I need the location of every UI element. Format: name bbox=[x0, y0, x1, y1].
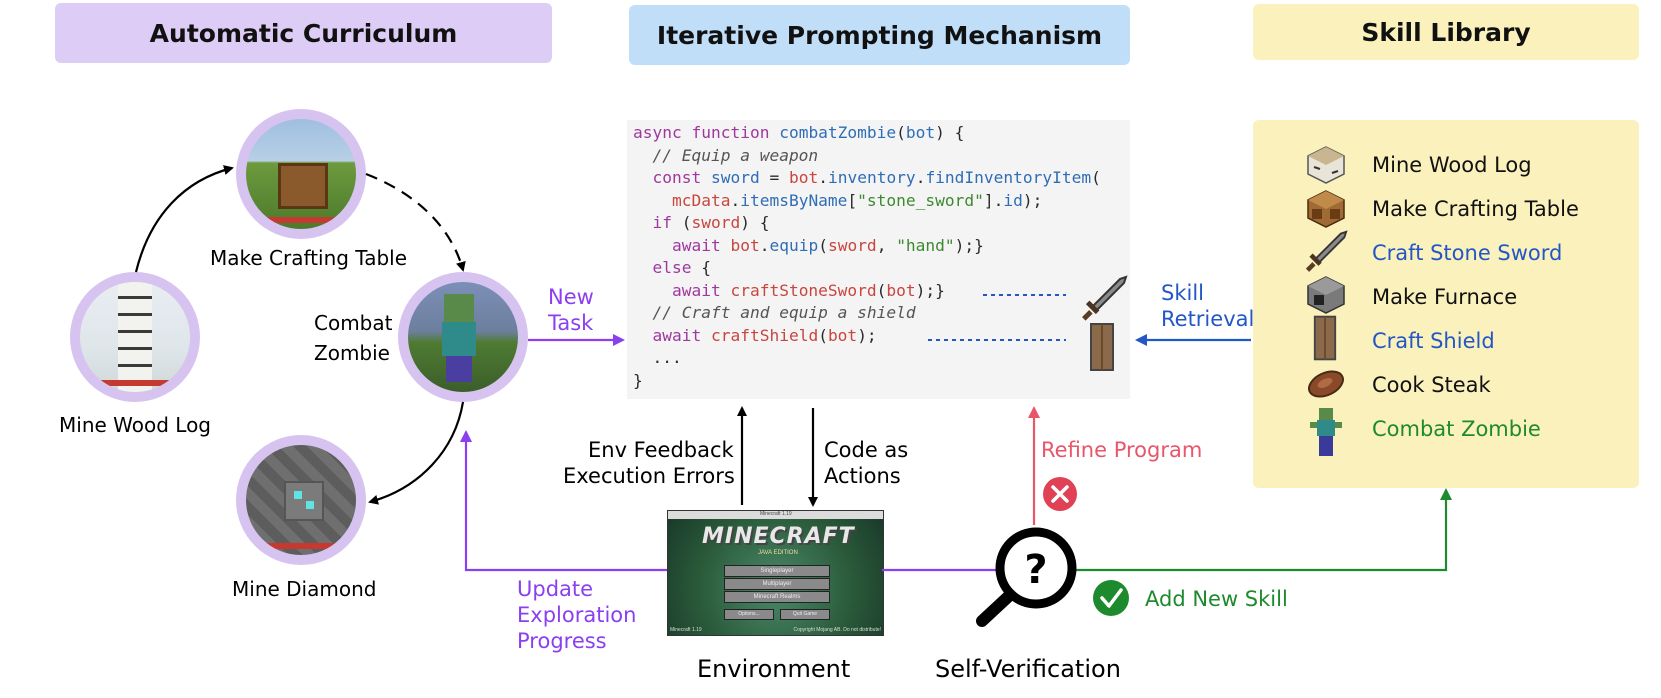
svg-text:?: ? bbox=[1024, 547, 1047, 593]
code-line: async function combatZombie(bot) { bbox=[633, 123, 965, 142]
mine-diamond-scene bbox=[236, 435, 366, 565]
arrow-table-to-zombie bbox=[365, 172, 466, 272]
automatic-curriculum-header: Automatic Curriculum bbox=[55, 3, 552, 63]
code-line: await craftShield(bot); bbox=[652, 325, 877, 345]
mine-wood-log-label: Mine Wood Log bbox=[59, 413, 212, 437]
env-feedback-label-line1: Env Feedback bbox=[588, 438, 734, 462]
realms-button[interactable]: Minecraft Realms bbox=[724, 591, 830, 603]
skill-library-header: Skill Library bbox=[1253, 4, 1639, 60]
skill-retrieval-label-line1: Skill bbox=[1161, 281, 1204, 305]
arrow-update-progress bbox=[460, 430, 667, 572]
code-line: mcData.itemsByName["stone_sword"].id); bbox=[671, 190, 1043, 210]
zombie-icon bbox=[1310, 408, 1342, 456]
code-line: // Craft and equip a shield bbox=[652, 303, 916, 322]
code-line: if (sword) { bbox=[652, 213, 770, 232]
update-progress-label-line3: Progress bbox=[517, 629, 607, 653]
update-progress-label-line1: Update bbox=[517, 577, 594, 601]
stone-sword-icon bbox=[1082, 275, 1128, 321]
arrow-zombie-to-diamond bbox=[368, 401, 465, 505]
skill-craft-shield: Craft Shield bbox=[1372, 329, 1495, 353]
code-line: // Equip a weapon bbox=[652, 145, 819, 165]
diamond-ore-icon bbox=[284, 481, 324, 521]
arrow-wood-to-table bbox=[134, 165, 234, 273]
env-feedback-label-line2: Execution Errors bbox=[563, 464, 735, 488]
crafting-table-icon bbox=[278, 163, 328, 209]
hotbar bbox=[90, 380, 180, 386]
check-icon bbox=[1093, 580, 1129, 616]
version-text: Minecraft 1.19 bbox=[670, 627, 702, 633]
skill-cook-steak: Cook Steak bbox=[1372, 373, 1491, 397]
shield-icon bbox=[1090, 323, 1114, 371]
crafting-table-icon bbox=[1307, 190, 1345, 228]
quit-game-button[interactable]: Quit Game bbox=[780, 609, 830, 620]
options-button[interactable]: Options... bbox=[724, 609, 774, 620]
program-code: async function combatZombie(bot) { // Eq… bbox=[633, 122, 1101, 392]
combat-zombie-label-line1: Combat bbox=[314, 311, 393, 335]
copyright-text: Copyright Mojang AB. Do not distribute! bbox=[793, 627, 881, 633]
code-as-actions-label-line2: Actions bbox=[824, 464, 901, 488]
new-task-label-line2: Task bbox=[548, 311, 594, 335]
birch-log-icon bbox=[118, 282, 152, 392]
birch-log-icon bbox=[1307, 146, 1345, 184]
stone-sword-icon bbox=[1305, 230, 1348, 272]
combat-zombie-label-line2: Zombie bbox=[314, 341, 390, 365]
hotbar bbox=[256, 543, 346, 549]
environment-label: Environment bbox=[697, 655, 851, 683]
minecraft-environment-window: Minecraft 1.19 MINECRAFT JAVA EDITION Si… bbox=[667, 510, 884, 636]
window-titlebar: Minecraft 1.19 bbox=[668, 511, 883, 519]
skill-combat-zombie: Combat Zombie bbox=[1372, 417, 1541, 441]
arrow-add-new-skill bbox=[1074, 488, 1452, 572]
shield-icon bbox=[1313, 315, 1337, 361]
code-line: await craftStoneSword(bot);} bbox=[671, 280, 945, 300]
code-panel bbox=[627, 120, 1130, 399]
self-verification-label: Self-Verification bbox=[935, 655, 1121, 683]
skill-retrieval-label-line2: Retrieval bbox=[1161, 307, 1255, 331]
hotbar bbox=[256, 217, 346, 223]
new-task-label-line1: New bbox=[548, 285, 594, 309]
java-edition-label: JAVA EDITION bbox=[758, 550, 798, 556]
code-line: ... bbox=[652, 348, 682, 367]
make-crafting-table-scene bbox=[236, 109, 366, 239]
code-as-actions-label-line1: Code as bbox=[824, 438, 909, 462]
iterative-prompting-header: Iterative Prompting Mechanism bbox=[629, 5, 1130, 65]
code-line: else { bbox=[652, 258, 711, 277]
steak-icon bbox=[1308, 370, 1344, 398]
magnifier-question-icon: ? bbox=[976, 527, 1077, 627]
mine-wood-log-scene bbox=[70, 272, 200, 402]
skill-make-furnace: Make Furnace bbox=[1372, 285, 1518, 309]
furnace-icon bbox=[1307, 276, 1345, 314]
minecraft-logo: MINECRAFT bbox=[702, 524, 855, 549]
add-new-skill-label: Add New Skill bbox=[1145, 587, 1288, 611]
skill-craft-stone-sword: Craft Stone Sword bbox=[1372, 241, 1563, 265]
skill-make-crafting-table: Make Crafting Table bbox=[1372, 197, 1579, 221]
code-line: } bbox=[633, 370, 643, 390]
code-line: const sword = bot.inventory.findInventor… bbox=[652, 168, 1101, 187]
update-progress-label-line2: Exploration bbox=[517, 603, 637, 627]
mine-diamond-label: Mine Diamond bbox=[232, 577, 377, 601]
combat-zombie-scene bbox=[398, 272, 528, 402]
refine-program-label: Refine Program bbox=[1041, 438, 1203, 462]
singleplayer-button[interactable]: Singleplayer bbox=[724, 565, 830, 577]
code-line: await bot.equip(sword, "hand");} bbox=[671, 235, 984, 255]
multiplayer-button[interactable]: Multiplayer bbox=[724, 578, 830, 590]
make-crafting-table-label: Make Crafting Table bbox=[210, 246, 408, 270]
skill-mine-wood-log: Mine Wood Log bbox=[1372, 153, 1532, 177]
zombie-icon bbox=[444, 294, 474, 322]
